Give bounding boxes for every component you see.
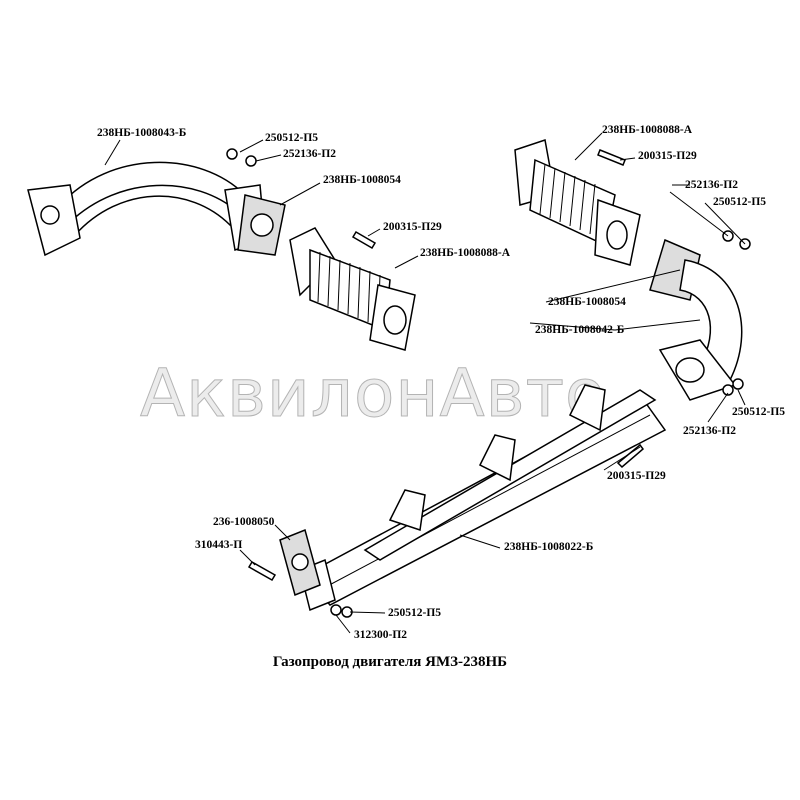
pipe-1008042 — [649, 238, 743, 401]
gasket-1008054-left — [237, 194, 286, 256]
label-250512-p5: 250512-П5 — [713, 196, 767, 208]
label-312300-p2: 312300-П2 — [354, 629, 408, 641]
label-238nb-1008042-b: 238НБ-1008042-Б — [535, 324, 625, 336]
manifold-1008022 — [299, 384, 667, 612]
label-252136-p2: 252136-П2 — [685, 179, 739, 191]
label-200315-p29: 200315-П29 — [638, 150, 697, 162]
bellows-1008088-left — [289, 227, 416, 351]
bellows-1008088-right — [514, 139, 641, 266]
label-238nb-1008088-a: 238НБ-1008088-А — [602, 124, 693, 136]
label-200315-p29: 200315-П29 — [383, 221, 442, 233]
label-236-1008050: 236-1008050 — [213, 516, 275, 528]
pipe-1008043 — [27, 161, 266, 257]
label-238nb-1008043-b: 238НБ-1008043-Б — [97, 127, 187, 139]
label-238nb-1008022-b: 238НБ-1008022-Б — [504, 541, 594, 553]
leader-lines — [104, 132, 746, 634]
label-250512-p5: 250512-П5 — [732, 406, 786, 418]
label-238nb-1008088-a: 238НБ-1008088-А — [420, 247, 511, 259]
label-250512-p5: 250512-П5 — [265, 132, 319, 144]
label-250512-p5: 250512-П5 — [388, 607, 442, 619]
label-252136-p2: 252136-П2 — [283, 148, 337, 160]
watermark: АквилонАвто — [139, 355, 607, 433]
label-200315-p29: 200315-П29 — [607, 470, 666, 482]
label-238nb-1008054: 238НБ-1008054 — [548, 296, 626, 308]
label-310443-p: 310443-П — [195, 539, 243, 551]
gasket-1008050 — [279, 528, 321, 597]
fasteners — [226, 148, 751, 618]
label-252136-p2: 252136-П2 — [683, 425, 737, 437]
diagram-title: Газопровод двигателя ЯМЗ-238НБ — [272, 654, 508, 670]
label-238nb-1008054: 238НБ-1008054 — [323, 174, 401, 186]
